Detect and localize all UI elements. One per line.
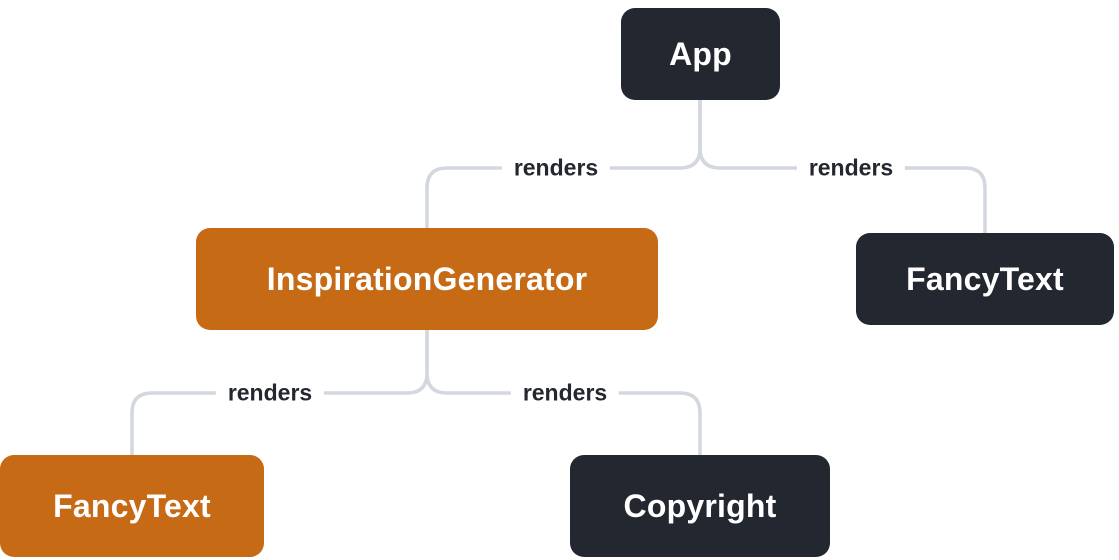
node-inspiration-generator-label: InspirationGenerator: [266, 260, 588, 297]
edge-label-inspiration-generator-fancy-text: renders: [215, 378, 325, 408]
node-app: App: [621, 8, 780, 100]
node-fancy-text-left-label: FancyText: [53, 487, 211, 524]
node-copyright: Copyright: [570, 455, 830, 557]
node-inspiration-generator: InspirationGenerator: [196, 228, 658, 330]
node-fancy-text-right-label: FancyText: [906, 260, 1064, 297]
node-copyright-label: Copyright: [623, 487, 777, 524]
edge-label-inspiration-generator-copyright: renders: [510, 378, 620, 408]
edge-label-app-inspiration-generator: renders: [501, 153, 611, 183]
node-app-label: App: [669, 35, 732, 72]
node-fancy-text-right: FancyText: [856, 233, 1114, 325]
node-fancy-text-left: FancyText: [0, 455, 264, 557]
edge-label-app-fancy-text: renders: [796, 153, 906, 183]
